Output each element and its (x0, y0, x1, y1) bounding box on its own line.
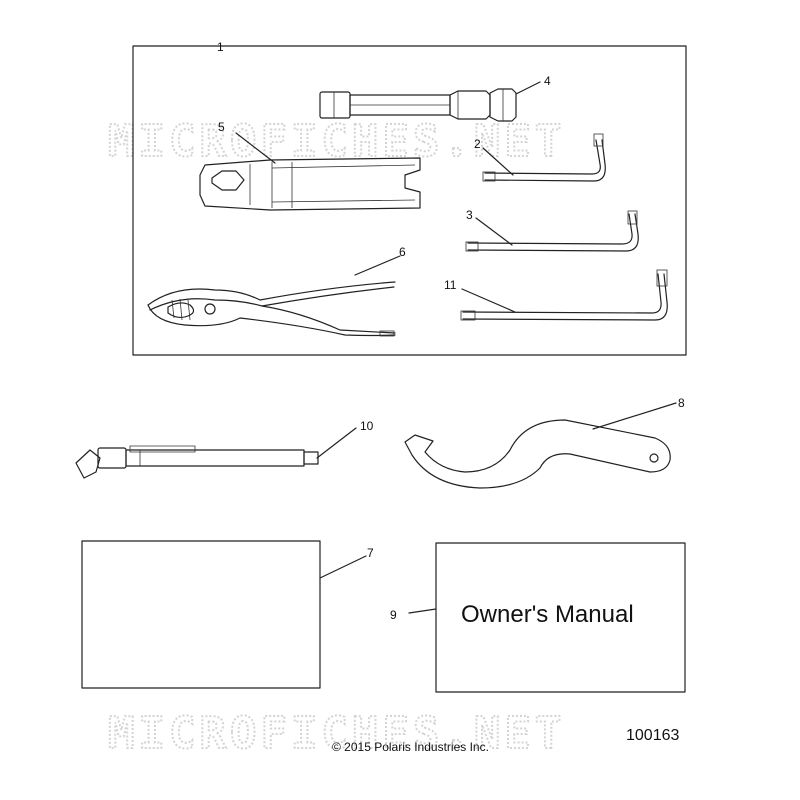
callout-1: 1 (217, 40, 224, 54)
pliers (147, 281, 396, 337)
hex-key-large (460, 269, 668, 321)
leader-4 (515, 81, 541, 95)
owners-manual-label: Owner's Manual (461, 601, 634, 628)
leader-10 (316, 427, 357, 459)
callout-3: 3 (466, 208, 473, 222)
leader-11 (461, 288, 516, 313)
tool-kit-box (132, 45, 687, 356)
leader-9 (408, 608, 437, 614)
document-sheet (81, 540, 321, 689)
leader-8 (592, 402, 677, 430)
spark-plug-socket (319, 88, 517, 122)
leader-3 (475, 217, 513, 246)
callout-10: 10 (360, 419, 374, 433)
callout-8: 8 (678, 396, 685, 410)
hex-key-medium (465, 210, 639, 252)
leader-7 (319, 555, 367, 579)
callout-5: 5 (218, 120, 225, 134)
callout-7: 7 (367, 546, 374, 560)
diagram-code: 100163 (626, 727, 679, 744)
watermark-bottom: MICROFICHES.NET (108, 708, 565, 759)
leader-5 (235, 132, 276, 164)
spanner-wrench (404, 419, 671, 489)
callout-9: 9 (390, 608, 397, 622)
combination-wrench (199, 157, 421, 211)
owners-manual (435, 542, 686, 693)
callout-4: 4 (544, 74, 551, 88)
leader-6 (354, 255, 401, 276)
callout-11: 11 (444, 278, 457, 292)
copyright-notice: © 2015 Polaris Industries Inc. (332, 740, 489, 754)
leader-2 (482, 147, 514, 176)
callout-6: 6 (399, 245, 406, 259)
tire-pressure-gauge (75, 445, 319, 479)
hex-key-small (482, 133, 606, 182)
callout-2: 2 (474, 137, 481, 151)
